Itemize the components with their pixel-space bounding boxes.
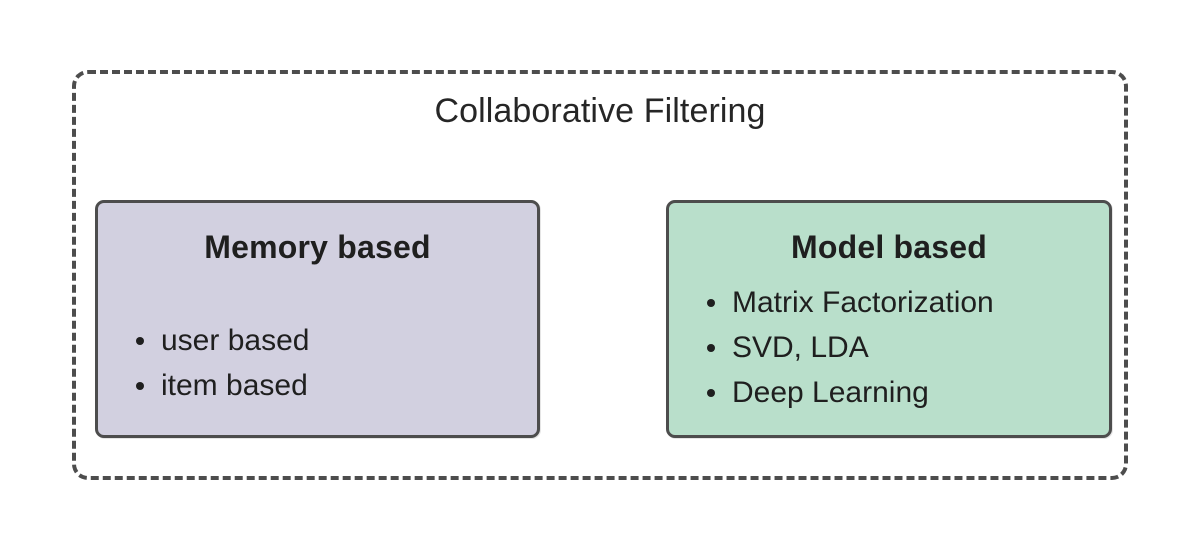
group-dashed-border — [72, 70, 1128, 480]
list-item: SVD, LDA — [707, 325, 1109, 370]
bullet-dot-icon — [707, 343, 715, 352]
list-item-label: user based — [161, 324, 310, 357]
bullet-dot-icon — [707, 298, 715, 307]
list-item: item based — [136, 363, 537, 408]
card-model-based-list: Matrix Factorization SVD, LDA Deep Learn… — [669, 280, 1109, 415]
card-model-based[interactable]: Model based Matrix Factorization SVD, LD… — [666, 200, 1112, 438]
list-item-label: Deep Learning — [732, 376, 929, 409]
list-item-label: item based — [161, 369, 308, 402]
card-model-based-title: Model based — [790, 229, 987, 265]
list-item: user based — [136, 318, 537, 363]
card-memory-based-title: Memory based — [204, 229, 431, 265]
list-item: Matrix Factorization — [707, 280, 1109, 325]
list-item: Deep Learning — [707, 370, 1109, 415]
list-item-label: Matrix Factorization — [732, 286, 994, 319]
bullet-dot-icon — [136, 336, 144, 345]
collaborative-filtering-group: Collaborative Filtering Memory based use… — [72, 70, 1128, 480]
list-item-label: SVD, LDA — [732, 331, 869, 364]
card-memory-based-list: user based item based — [98, 318, 537, 408]
card-memory-based[interactable]: Memory based user based item based — [95, 200, 540, 438]
group-title: Collaborative Filtering — [434, 92, 766, 130]
bullet-dot-icon — [136, 381, 144, 390]
bullet-dot-icon — [707, 388, 715, 397]
